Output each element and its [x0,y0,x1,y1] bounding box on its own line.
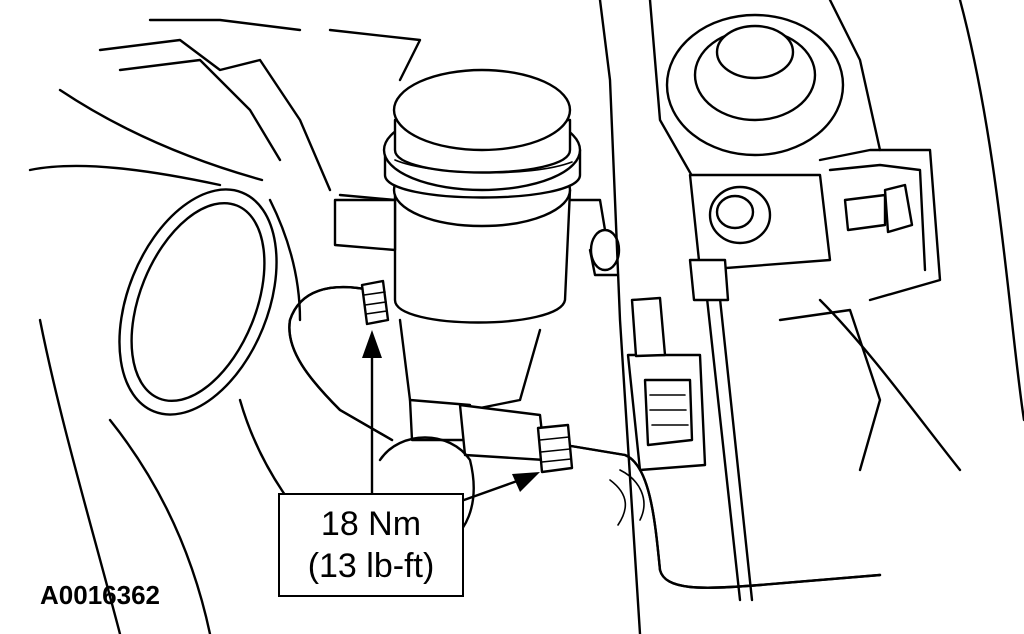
figure-id: A0016362 [40,580,160,610]
pushrod-and-connector [609,258,754,602]
firewall-panel [98,18,422,322]
torque-spec-callout: 18 Nm (13 lb-ft) [278,493,464,597]
torque-imperial: (13 lb-ft) [307,547,435,585]
intake-duct [28,88,342,634]
brake-line-left [288,279,394,442]
brake-booster-bracket [598,0,1024,634]
torque-metric: 18 Nm [320,505,422,543]
brake-line-right [536,423,882,589]
callout-arrows [362,330,540,502]
brake-fluid-reservoir [382,68,582,324]
